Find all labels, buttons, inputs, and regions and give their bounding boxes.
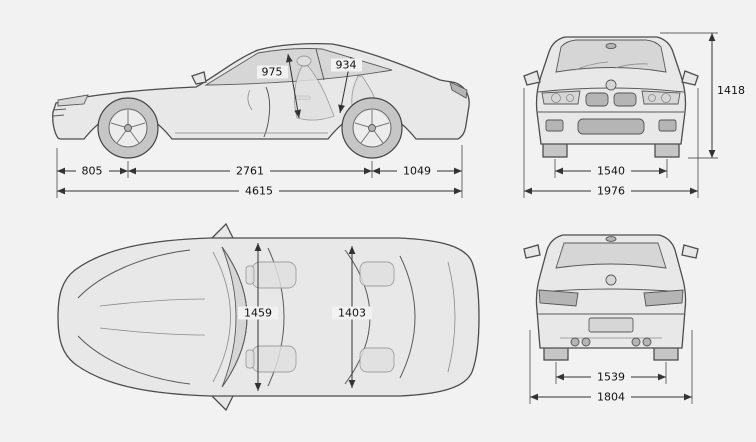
- dim-front-interior-width: 1459: [244, 307, 272, 320]
- side-view-drawing: [52, 43, 470, 159]
- roof-antenna: [605, 42, 617, 50]
- rear-roof-antenna: [605, 236, 617, 242]
- hood-cut-line-lower: [77, 335, 191, 385]
- front-headroom-dim-line: [286, 53, 301, 119]
- bmw-roundel-rear: [605, 274, 617, 286]
- side-headlight: [57, 94, 89, 107]
- hood-bulge-lower: [99, 327, 206, 336]
- wiper-left: [574, 61, 609, 71]
- bumper-center-intake: [577, 118, 645, 135]
- dim-rear-interior-width: 1403: [338, 307, 366, 320]
- dim-front-overhang: 805: [82, 165, 103, 178]
- front-headrest-left: [245, 265, 255, 285]
- kidney-grille-right: [613, 92, 637, 107]
- dim-front-track: 1540: [597, 165, 625, 178]
- taillight-right: [643, 289, 684, 307]
- top-ghost-seats: [245, 261, 395, 373]
- headlight-right: [641, 90, 681, 105]
- rear-view-drawing: [523, 234, 699, 361]
- side-taillight: [449, 81, 468, 99]
- rear-left-mirror: [523, 244, 541, 259]
- trunk-cut-arc: [447, 261, 456, 373]
- rear-seat-left: [359, 261, 395, 287]
- b-pillar-line: [315, 48, 325, 81]
- rear-seat-right: [359, 347, 395, 373]
- front-headrest-ghost: [296, 55, 312, 67]
- bmw-roundel-front: [605, 79, 617, 91]
- side-mirror: [191, 71, 207, 85]
- steering-wheel-ghost: [247, 89, 253, 111]
- wiper-right: [614, 63, 649, 69]
- taillight-left: [538, 289, 579, 307]
- dim-rear-width: 1804: [597, 391, 625, 404]
- rear-right-mirror: [681, 244, 699, 259]
- dim-overall-length: 4615: [245, 185, 273, 198]
- dim-rear-track: 1539: [597, 371, 625, 384]
- trunk-lid-line: [539, 288, 683, 293]
- dim-overall-height: 1418: [717, 84, 745, 97]
- front-wheel: [97, 97, 159, 159]
- kidney-grille-left: [585, 92, 609, 107]
- dim-overall-width: 1976: [597, 185, 625, 198]
- dashboard-arc: [212, 251, 231, 383]
- rear-window: [555, 242, 667, 269]
- top-view-dimensions: 1459 1403: [238, 243, 372, 391]
- front-headrest-right: [245, 349, 255, 369]
- front-left-mirror: [523, 70, 541, 86]
- front-grille-lines: [52, 108, 67, 117]
- front-right-mirror: [681, 70, 699, 86]
- front-seat-right: [251, 345, 297, 373]
- license-plate-recess: [588, 317, 634, 333]
- rear-glass-base-arc: [399, 255, 416, 379]
- front-seat-left: [251, 261, 297, 289]
- hood-bulge-upper: [99, 298, 206, 307]
- side-length-dimensions: 805 2761 1049 4615: [56, 145, 463, 198]
- front-view-drawing: [523, 36, 699, 158]
- rear-view-dimensions: 1539 1804: [529, 330, 693, 404]
- rear-wheel: [341, 97, 403, 159]
- bumper-side-intake-left: [545, 119, 564, 132]
- dim-front-headroom: 975: [262, 66, 283, 79]
- side-interior-dimensions: 975 934: [257, 53, 362, 119]
- exhaust-tips: [570, 337, 652, 347]
- hood-cut-line-upper: [77, 249, 191, 299]
- dim-wheelbase: 2761: [236, 165, 264, 178]
- dim-rear-overhang: 1049: [403, 165, 431, 178]
- headlight-left: [541, 90, 581, 105]
- dim-rear-headroom: 934: [336, 59, 357, 72]
- bumper-side-intake-right: [658, 119, 677, 132]
- front-view-dimensions: 1418 1540 1976: [523, 32, 750, 198]
